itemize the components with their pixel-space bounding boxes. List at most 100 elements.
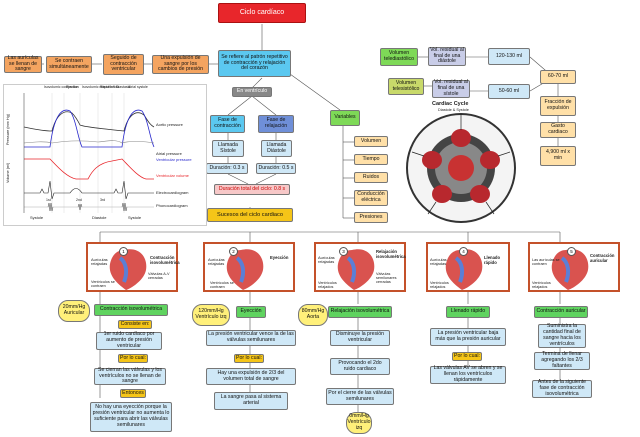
panel-label: Ventrículos relajados (532, 281, 551, 290)
graph-bottom-label: Systole (128, 215, 142, 220)
col1-primer: 1er ruido cardíaco por aumento de presió… (96, 331, 162, 350)
node-sucesos: Sucesos del ciclo cardiaco (207, 208, 293, 222)
node-v120: 120-130 ml (488, 48, 530, 65)
node-fraccion: Fracción de expulsión (540, 96, 576, 116)
pressure-tag: 80mm/Hg Aorta (298, 304, 328, 326)
node-gasto: Gasto cardiaco (540, 122, 576, 138)
page-title: Ciclo cardíaco (218, 3, 306, 23)
pressure-tag: 120mm/Hg Ventrículo izq (192, 304, 230, 326)
graph-sound-label: 1st (46, 198, 51, 202)
col1-cierran: Se cierran las válvulas y los ventrículo… (94, 367, 166, 385)
panel-label: Aurículas relajadas (318, 255, 335, 265)
col4-head: Llenado rápido (446, 306, 490, 318)
graph-phase-label: Atrial systole (128, 85, 148, 89)
pressure-tag: 0mm/Hg Ventrículo izq (346, 412, 372, 434)
panel-number: 5 (567, 247, 576, 256)
col1-por-lo-cual: Por lo cual: (118, 354, 148, 363)
panel-label: Válvulas A-V cerradas (148, 272, 170, 281)
col2-hay: Hay una expulsión de 2/3 del volumen tot… (206, 368, 296, 385)
node-v50: 50-60 ml (488, 84, 530, 99)
node-vol-residual-sistole: Vol. residual al final de una sístole (432, 79, 470, 98)
col3-head: Relajación isovolumétrica (328, 306, 392, 318)
col5-head: Contracción auricular (534, 306, 588, 318)
graph-phase-label: Isovolumic relaxation (82, 85, 115, 89)
panel-label: Ventrículos se contraen (210, 281, 234, 290)
cycle-title: Cardiac Cycle (432, 101, 469, 107)
variable-item: Volumen (354, 136, 388, 147)
node-contraen: Se contraen simultáneamente (46, 56, 92, 73)
panel-number: 2 (229, 247, 238, 256)
col4-por-lo-cual: Por lo cual: (452, 352, 482, 361)
col5-antes: Antes de la siguiente fase de contracció… (532, 379, 592, 398)
variable-item: Presiones (354, 212, 388, 223)
pressure-tag: 20mm/Hg Auricular (58, 300, 90, 322)
node-refiere: Se refiere al patrón repetitivo de contr… (218, 50, 291, 77)
panel-title: Contracción isovolumétrica (150, 255, 180, 265)
variable-item: Tiempo (354, 154, 388, 165)
col4-valvulas: Las válvulas AV se abren y se llenan los… (430, 365, 506, 384)
panel-number: 1 (119, 247, 128, 256)
node-duracion-total: Duración total del ciclo: 0.8 s (214, 184, 290, 195)
node-vol-telesistolico: Volumen telesistólico (388, 78, 424, 95)
panel-title: Relajación isovolumétrica (376, 249, 406, 259)
node-fase-contraccion: Fase de contracción (210, 115, 245, 133)
panel-label: Aurículas relajadas (91, 257, 108, 267)
col2-presion: La presión ventricular vence la de las v… (206, 330, 296, 346)
graph-phase-label: Rapid inflow (100, 85, 120, 89)
panel-label: Válvulas semilunares cerradas (376, 272, 397, 285)
node-gasto-valor: 4,900 ml x min (540, 146, 576, 166)
col2-por-lo-cual: Por lo cual: (234, 354, 264, 363)
cardiac-cycle-diagram: Cardiac Cycle Diastole & Systole (398, 100, 524, 226)
node-auriculas: Las aurículas se llenan de sangre (4, 55, 42, 73)
panel-label: Aurículas relajadas (208, 257, 225, 267)
node-seguido: Seguido de contracción ventricular (103, 54, 144, 75)
wiggers-diagram: Aortic pressure Atrial pressure Ventricu… (3, 84, 207, 226)
col2-head: Eyección (236, 306, 266, 318)
node-variables: Variables (330, 110, 360, 126)
col3-provocando: Provocando el 2do ruido cardiaco (330, 358, 390, 375)
node-expulsion: Una expulsión de sangre por los cambios … (152, 55, 209, 74)
node-llamada-diastole: Llamada Diástole (261, 140, 292, 157)
panel-title: Eyección (270, 255, 289, 260)
graph-phase-label: Diastasis (116, 85, 131, 89)
col1-entonces: Entonces (120, 389, 146, 398)
panel-title: Contracción auricular (590, 253, 615, 263)
cycle-subtitle: Diastole & Systole (438, 108, 469, 112)
node-vol-residual-diastole: Vol. residual al final de una diástole (428, 47, 466, 66)
variable-item: Ruidos (354, 172, 388, 183)
col1-consiste: Consiste en: (118, 320, 152, 329)
node-llamada-sistole: Llamada Sístole (212, 140, 244, 157)
variable-item: Conducción eléctrica (354, 190, 388, 206)
col2-sangre: La sangre pasa al sistema arterial (214, 392, 288, 410)
graph-phase-label: Isovolumic contraction (44, 85, 79, 89)
node-duracion-diastole: Duración: 0.5 s (256, 163, 296, 174)
panel-label: Aurículas relajadas (430, 257, 447, 267)
col1-head: Contracción isovolumétrica (94, 304, 168, 316)
graph-label-ventricular: Ventricular pressure (156, 157, 192, 162)
col4-presion: La presión ventricular baja más que la p… (430, 328, 506, 346)
node-v60: 60-70 ml (540, 70, 576, 84)
col5-suministra: Suministra la cantidad final de sangre h… (538, 323, 586, 348)
node-en-ventriculo: En ventrículo (232, 87, 272, 97)
panel-label: Las aurículas se contraen (532, 258, 560, 267)
graph-sound-label: 2nd (76, 198, 82, 202)
col5-termina: Termina de llenar agregando los 2/3 falt… (534, 351, 590, 370)
col3-disminuye: Disminuye la presión ventricular (330, 330, 390, 346)
graph-bottom-label: Diastole (92, 215, 107, 220)
graph-phase-label: Ejection (66, 85, 79, 89)
graph-label-atrial: Atrial pressure (156, 151, 182, 156)
col1-no-hay: No hay una eyección porque la presión ve… (90, 402, 172, 432)
graph-bottom-label: Systole (30, 215, 44, 220)
panel-number: 3 (339, 247, 348, 256)
graph-label-ecg: Electrocardiogram (156, 190, 189, 195)
panel-label: Ventrículos relajados (430, 281, 449, 290)
panel-label: Ventrículos relajados (318, 281, 337, 290)
col3-cierre: Por el cierre de las válvulas semilunare… (326, 388, 394, 405)
graph-sound-label: 3rd (100, 198, 106, 202)
panel-label: Ventrículos se contraen (91, 280, 115, 289)
panel-title: Llenado rápido (484, 255, 501, 265)
graph-label-phono: Phonocardiogram (156, 203, 188, 208)
panel-number: 4 (459, 247, 468, 256)
